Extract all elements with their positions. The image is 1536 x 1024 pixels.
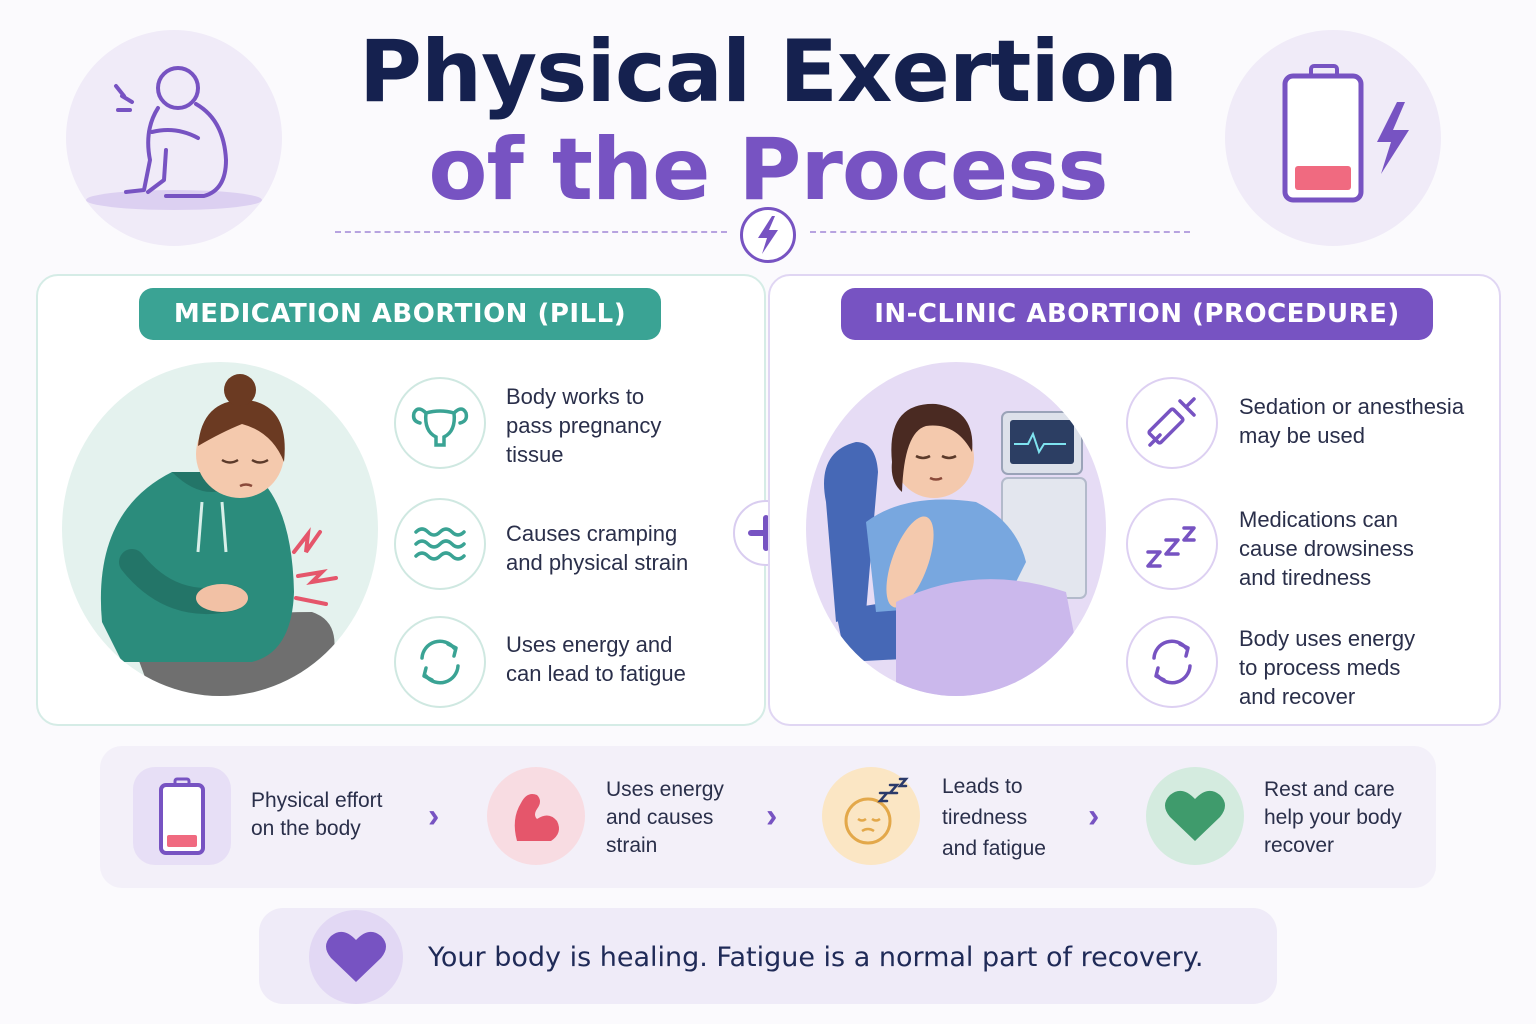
flow-step-2-badge [487, 767, 585, 865]
cycle-arrows-icon [1152, 639, 1192, 685]
medication-label: MEDICATION ABORTION (PILL) [139, 288, 661, 340]
heart-icon [326, 931, 386, 982]
lightning-bolt-badge [740, 207, 796, 263]
person-hugging-knees-icon [86, 66, 262, 210]
clinic-item-3-text: Body uses energy to process meds and rec… [1239, 626, 1416, 709]
medication-item-2-text: Causes cramping and physical strain [506, 521, 689, 575]
cycle-icon-badge-right [1126, 616, 1218, 708]
flexed-arm-icon [514, 794, 559, 841]
flow-chevron-1: › [428, 797, 440, 835]
medication-item-3-text: Uses energy and can lead to fatigue [506, 632, 686, 686]
reassurance-banner [259, 908, 1277, 1004]
sleep-icon-badge [1126, 498, 1218, 590]
page-title-line-2: of the Process [428, 120, 1108, 220]
cycle-icon-badge-left [394, 616, 486, 708]
sleep-zzz-icon [1146, 526, 1196, 568]
lightning-bolt-icon [758, 216, 778, 254]
divider-left [335, 231, 727, 233]
clinic-item-2-text: Medications can cause drowsiness and tir… [1239, 507, 1414, 590]
syringe-icon-badge [1126, 377, 1218, 469]
waves-icon-badge [394, 498, 486, 590]
reassurance-text: Your body is healing. Fatigue is a norma… [428, 942, 1204, 973]
clinic-label: IN-CLINIC ABORTION (PROCEDURE) [841, 288, 1433, 340]
flow-step-4-text: Rest and care help your body recover [1264, 778, 1402, 857]
low-battery-icon [159, 777, 205, 855]
low-battery-icon [1282, 64, 1409, 203]
flow-step-2-text: Uses energy and causes strain [606, 778, 724, 857]
flow-chevron-2: › [766, 797, 778, 835]
page-title-line-1: Physical Exertion [358, 22, 1178, 122]
medication-item-1-text: Body works to pass pregnancy tissue [506, 384, 662, 467]
uterus-icon-badge [394, 377, 486, 469]
flow-step-3-badge [822, 767, 920, 865]
clinic-item-1-text: Sedation or anesthesia may be used [1239, 394, 1465, 448]
flow-chevron-3: › [1088, 797, 1100, 835]
syringe-icon [1147, 397, 1196, 447]
sleepy-face-icon [844, 777, 909, 845]
battery-badge [1225, 30, 1441, 246]
patient-resting-in-clinic-chair-illustration [806, 362, 1106, 696]
flow-step-4-badge [1146, 767, 1244, 865]
curled-person-badge [66, 30, 282, 246]
heart-icon [1165, 790, 1225, 841]
flow-step-3-text: Leads to tiredness and fatigue [942, 775, 1046, 860]
footer-heart-badge [309, 910, 403, 1004]
divider-right [810, 231, 1190, 233]
uterus-icon [411, 407, 469, 447]
flow-step-1-text: Physical effort on the body [251, 789, 383, 840]
woman-with-cramps-illustration [62, 362, 378, 696]
waves-icon [414, 527, 466, 561]
cycle-arrows-icon [420, 639, 460, 685]
flow-step-1-badge [133, 767, 231, 865]
